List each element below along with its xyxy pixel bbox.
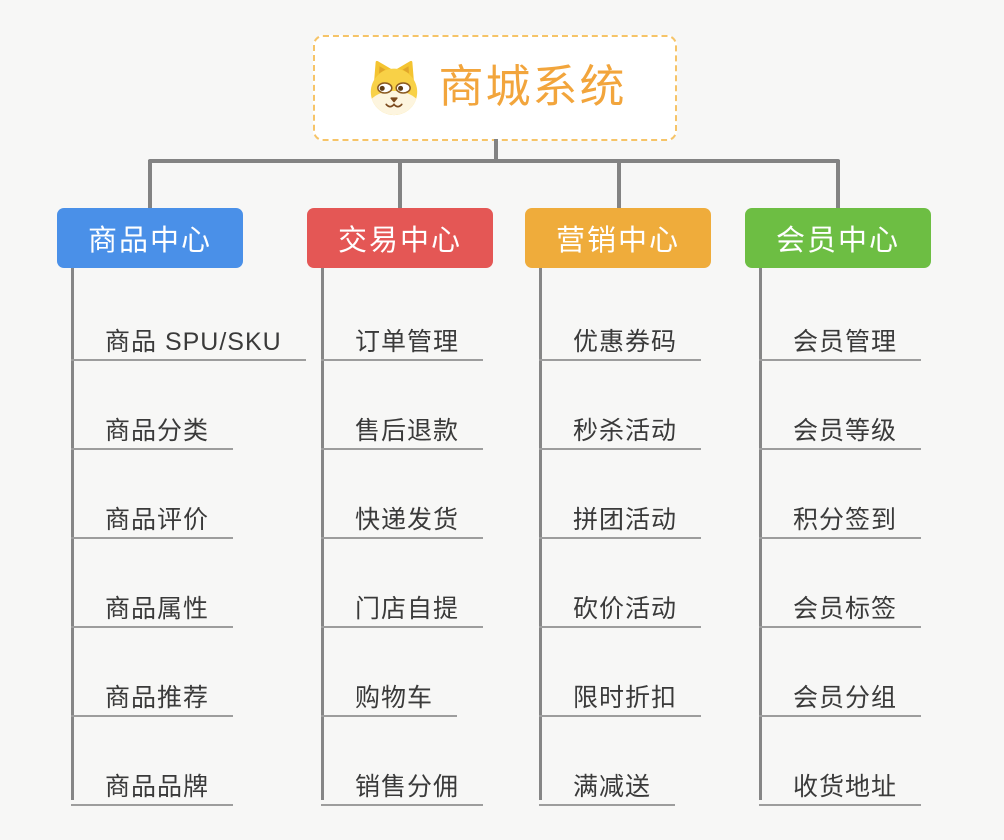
root-title: 商城系统 [438,60,627,112]
leaf-item[interactable]: 会员标签 [759,582,922,628]
connector-drop-product [148,160,152,209]
leaf-item[interactable]: 限时折扣 [539,671,702,717]
leaf-item[interactable]: 快递发货 [321,493,484,539]
leaf-item[interactable]: 积分签到 [759,493,922,539]
connector-horizontal-bar [148,159,840,163]
connector-branch-spine [539,268,542,800]
leaf-item[interactable]: 会员等级 [759,404,922,450]
leaf-item[interactable]: 商品品牌 [71,760,234,806]
leaf-item[interactable]: 销售分佣 [321,760,484,806]
connector-branch-spine [321,268,324,800]
leaf-item[interactable]: 订单管理 [321,315,484,361]
root-node[interactable]: 商城系统 [313,35,677,141]
leaf-item[interactable]: 满减送 [539,760,676,806]
leaf-item[interactable]: 售后退款 [321,404,484,450]
leaf-item[interactable]: 秒杀活动 [539,404,702,450]
leaf-item[interactable]: 商品分类 [71,404,234,450]
branch-header-member[interactable]: 会员中心 [745,208,931,268]
leaf-item[interactable]: 商品属性 [71,582,234,628]
leaf-item[interactable]: 会员管理 [759,315,922,361]
leaf-item[interactable]: 拼团活动 [539,493,702,539]
leaf-item[interactable]: 砍价活动 [539,582,702,628]
leaf-item[interactable]: 优惠券码 [539,315,702,361]
branch-column-member: 会员中心 会员管理 会员等级 积分签到 会员标签 会员分组 收货地址 [745,208,995,806]
branch-header-product[interactable]: 商品中心 [57,208,243,268]
leaf-item[interactable]: 商品推荐 [71,671,234,717]
leaf-item[interactable]: 会员分组 [759,671,922,717]
leaf-item[interactable]: 商品 SPU/SKU [71,315,306,361]
leaf-item[interactable]: 商品评价 [71,493,234,539]
connector-drop-trade [398,160,402,209]
leaf-item[interactable]: 收货地址 [759,760,922,806]
connector-branch-spine [759,268,762,800]
connector-root-stem [494,139,498,162]
branch-column-trade: 交易中心 订单管理 售后退款 快递发货 门店自提 购物车 销售分佣 [307,208,557,806]
branch-header-marketing[interactable]: 营销中心 [525,208,711,268]
dog-face-icon [363,59,425,117]
branch-column-product: 商品中心 商品 SPU/SKU 商品分类 商品评价 商品属性 商品推荐 商品品牌 [57,208,307,806]
branch-header-trade[interactable]: 交易中心 [307,208,493,268]
leaf-item[interactable]: 购物车 [321,671,458,717]
connector-drop-member [836,160,840,209]
branch-column-marketing: 营销中心 优惠券码 秒杀活动 拼团活动 砍价活动 限时折扣 满减送 [525,208,775,806]
connector-branch-spine [71,268,74,800]
leaf-item[interactable]: 门店自提 [321,582,484,628]
connector-drop-marketing [617,160,621,209]
